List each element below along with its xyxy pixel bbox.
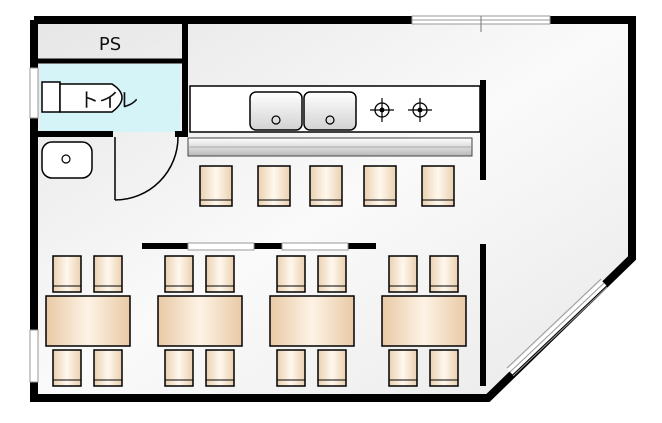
chair bbox=[93, 349, 123, 387]
gas-burner-2 bbox=[408, 98, 432, 122]
dining-table bbox=[45, 295, 131, 347]
chair bbox=[52, 349, 82, 387]
chair bbox=[205, 255, 235, 293]
window-top bbox=[411, 15, 551, 32]
chair bbox=[317, 255, 347, 293]
chair bbox=[52, 255, 82, 293]
counter-stool bbox=[309, 165, 343, 207]
window-left-upper bbox=[29, 67, 39, 119]
chair bbox=[93, 255, 123, 293]
chair bbox=[317, 349, 347, 387]
toilet-fixture bbox=[41, 81, 123, 113]
chair bbox=[388, 349, 418, 387]
chair bbox=[164, 349, 194, 387]
counter-stool bbox=[257, 165, 291, 207]
window-diagonal bbox=[506, 278, 608, 377]
dining-set bbox=[269, 255, 355, 387]
gas-burner-1 bbox=[370, 98, 394, 122]
dining-area bbox=[45, 255, 467, 387]
dining-set bbox=[45, 255, 131, 387]
kitchen-sink-1 bbox=[249, 91, 303, 131]
chair bbox=[429, 255, 459, 293]
kitchen-sink-2 bbox=[303, 91, 357, 131]
wash-basin bbox=[41, 141, 93, 179]
counter-stools bbox=[199, 165, 455, 207]
counter-stool bbox=[421, 165, 455, 207]
counter-stool bbox=[199, 165, 233, 207]
chair bbox=[429, 349, 459, 387]
dining-table bbox=[381, 295, 467, 347]
middle-partition bbox=[142, 242, 376, 251]
dining-table bbox=[157, 295, 243, 347]
toilet-door[interactable] bbox=[114, 136, 179, 201]
chair bbox=[388, 255, 418, 293]
toilet-label: トイレ bbox=[79, 88, 139, 112]
counter-stool bbox=[363, 165, 397, 207]
chair bbox=[205, 349, 235, 387]
dining-set bbox=[157, 255, 243, 387]
ps-label: PS bbox=[99, 34, 121, 55]
chair bbox=[276, 349, 306, 387]
chair bbox=[164, 255, 194, 293]
dining-set bbox=[381, 255, 467, 387]
window-left-lower bbox=[29, 329, 39, 383]
chair bbox=[276, 255, 306, 293]
dining-table bbox=[269, 295, 355, 347]
